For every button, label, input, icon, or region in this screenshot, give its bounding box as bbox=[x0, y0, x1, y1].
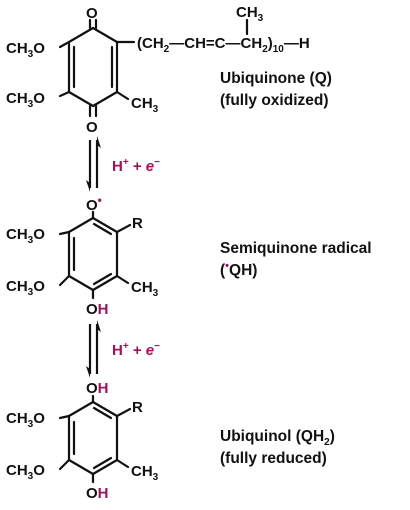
semiquinone-structure bbox=[58, 210, 132, 300]
ubiquinone-carbonyl-o-bottom: O bbox=[86, 119, 98, 136]
ubiquinol-methyl: CH3 bbox=[131, 463, 159, 483]
semiquinone-r-group: R bbox=[132, 215, 143, 232]
isoprenoid-chain: (CH2—CH=C—CH2)10—H bbox=[137, 35, 310, 55]
semiquinone-hydroxyl: OH bbox=[86, 301, 109, 318]
ubiquinol-methoxy-bottom: CH3O bbox=[6, 462, 45, 482]
ubiquinol-state: (fully reduced) bbox=[220, 450, 327, 467]
ubiquinol-name: Ubiquinol (QH2) bbox=[220, 428, 335, 448]
ubiquinol-methoxy-top: CH3O bbox=[6, 410, 45, 430]
ubiquinol-hydroxyl-bottom: OH bbox=[86, 485, 109, 502]
equilibrium-arrow-step1 bbox=[86, 136, 101, 192]
semiquinone-name: Semiquinone radical bbox=[220, 240, 372, 257]
step1-proton-electron: H+ + e− bbox=[112, 157, 160, 175]
ubiquinol-structure bbox=[58, 394, 132, 484]
semiquinone-methoxy-bottom: CH3O bbox=[6, 278, 45, 298]
ubiquinol-r-group: R bbox=[132, 399, 143, 416]
ubiquinone-name: Ubiquinone (Q) bbox=[220, 70, 332, 87]
equilibrium-arrow-step2 bbox=[86, 320, 101, 378]
semiquinone-oxygen-radical: O• bbox=[86, 193, 102, 214]
ubiquinone-methoxy-bottom: CH3O bbox=[6, 90, 45, 110]
step2-proton-electron: H+ + e− bbox=[112, 341, 160, 359]
ubiquinone-structure bbox=[58, 18, 249, 118]
ubiquinone-state: (fully oxidized) bbox=[220, 92, 329, 109]
ubiquinol-hydroxyl-top: OH bbox=[86, 380, 109, 397]
semiquinone-methoxy-top: CH3O bbox=[6, 226, 45, 246]
semiquinone-abbreviation: (•QH) bbox=[220, 260, 257, 279]
ubiquinone-methoxy-top: CH3O bbox=[6, 40, 45, 60]
semiquinone-methyl: CH3 bbox=[131, 279, 159, 299]
ubiquinone-methyl: CH3 bbox=[131, 95, 159, 115]
ubiquinone-carbonyl-o-top: O bbox=[86, 5, 98, 22]
isoprenoid-branch-methyl: CH3 bbox=[236, 4, 264, 24]
